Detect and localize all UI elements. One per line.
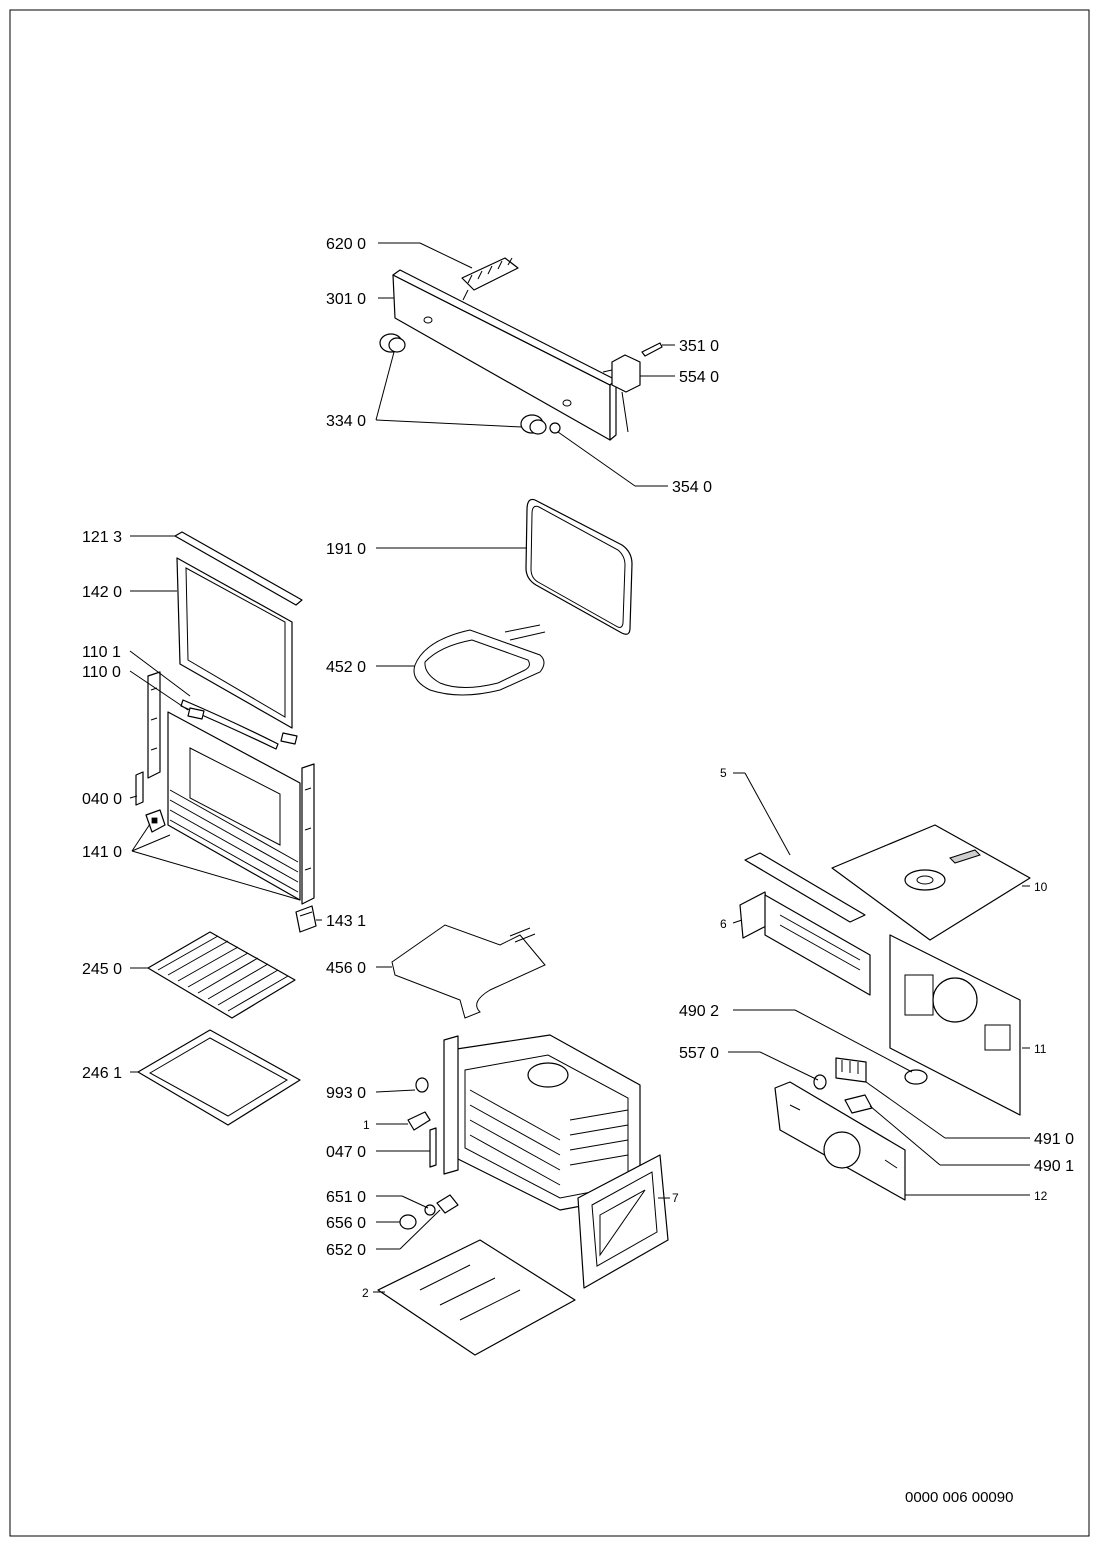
label-047-0: 047 0 xyxy=(326,1144,366,1161)
part-door-top-trim xyxy=(174,531,303,606)
label-452-0: 452 0 xyxy=(326,659,366,676)
label-993-0: 993 0 xyxy=(326,1085,366,1102)
label-490-2: 490 2 xyxy=(679,1003,719,1020)
label-1: 1 xyxy=(363,1118,370,1132)
part-top-strip xyxy=(744,852,866,923)
part-door-handle xyxy=(180,699,298,750)
part-knob-right xyxy=(520,414,547,435)
part-thermal-cutout xyxy=(844,1094,873,1114)
label-5: 5 xyxy=(720,766,727,780)
part-door-hinge-left xyxy=(147,671,161,779)
label-7: 7 xyxy=(672,1191,679,1205)
label-656-0: 656 0 xyxy=(326,1215,366,1232)
label-110-0: 110 0 xyxy=(82,664,121,681)
label-351-0: 351 0 xyxy=(679,338,719,355)
part-cavity-bottom xyxy=(377,1239,576,1356)
label-301-0: 301 0 xyxy=(326,291,366,308)
label-491-0: 491 0 xyxy=(1034,1131,1074,1148)
label-143-1: 143 1 xyxy=(326,913,366,930)
part-lamp-holder xyxy=(415,1077,429,1093)
label-121-3: 121 3 xyxy=(82,529,122,546)
label-10: 10 xyxy=(1034,880,1048,894)
part-control-panel xyxy=(392,269,617,441)
label-557-0: 557 0 xyxy=(679,1045,719,1062)
part-fuse xyxy=(813,1074,827,1090)
label-651-0: 651 0 xyxy=(326,1189,366,1206)
label-11: 11 xyxy=(1034,1042,1047,1056)
label-110-1: 110 1 xyxy=(82,644,121,661)
part-baking-tray xyxy=(137,1029,301,1126)
label-245-0: 245 0 xyxy=(82,961,122,978)
part-door-latch xyxy=(135,771,144,806)
label-652-0: 652 0 xyxy=(326,1242,366,1259)
part-bottom-element xyxy=(391,924,546,1019)
part-fan-motor xyxy=(904,1069,928,1085)
label-334-0: 334 0 xyxy=(326,413,366,430)
part-knob-left xyxy=(379,333,406,353)
label-620-0: 620 0 xyxy=(326,236,366,253)
part-small-bracket xyxy=(407,1111,431,1131)
part-top-panel xyxy=(831,824,1031,941)
part-thermostat-sensor xyxy=(429,1127,437,1168)
part-selector-switch xyxy=(461,257,519,301)
label-040-0: 040 0 xyxy=(82,791,122,808)
label-141-0: 141 0 xyxy=(82,844,122,861)
label-6: 6 xyxy=(720,917,727,931)
label-246-1: 246 1 xyxy=(82,1065,122,1082)
part-back-cover xyxy=(774,1081,906,1201)
part-lamp-glass xyxy=(399,1204,436,1230)
page-border xyxy=(9,9,1090,1537)
label-456-0: 456 0 xyxy=(326,960,366,977)
part-side-bracket xyxy=(739,891,871,996)
part-door-seal xyxy=(525,498,633,635)
part-bulb xyxy=(641,342,663,357)
part-terminal-block xyxy=(835,1057,867,1083)
part-rear-panel xyxy=(889,934,1021,1116)
part-lamp-socket xyxy=(436,1194,459,1214)
part-oven-cavity xyxy=(443,1034,641,1211)
part-grill-element xyxy=(413,624,546,696)
part-knob-spindle xyxy=(549,422,561,434)
label-12: 12 xyxy=(1034,1189,1048,1203)
part-timer xyxy=(602,354,641,433)
part-inner-door-glass xyxy=(167,711,301,901)
reference-number: 0000 006 00090 xyxy=(905,1489,1013,1506)
label-554-0: 554 0 xyxy=(679,369,719,386)
part-door-hinge-right xyxy=(301,763,315,905)
part-cavity-rear xyxy=(577,1154,669,1289)
part-outer-door-glass xyxy=(176,557,293,729)
part-door-clip xyxy=(295,905,317,933)
part-wire-shelf xyxy=(147,931,296,1019)
label-354-0: 354 0 xyxy=(672,479,712,496)
part-hinge-block xyxy=(145,809,166,833)
label-142-0: 142 0 xyxy=(82,584,122,601)
label-191-0: 191 0 xyxy=(326,541,366,558)
label-2: 2 xyxy=(362,1286,369,1300)
label-490-1: 490 1 xyxy=(1034,1158,1074,1175)
